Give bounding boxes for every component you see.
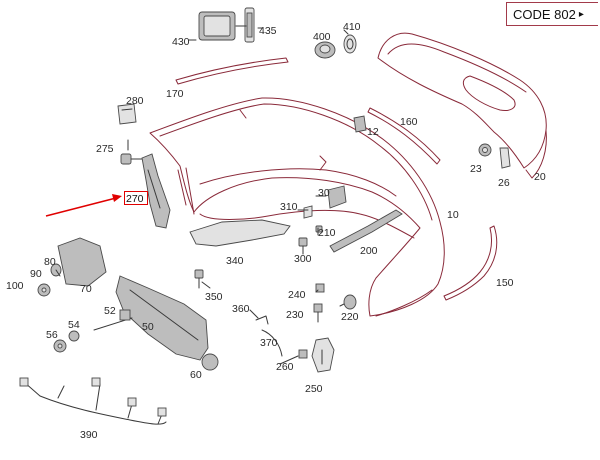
label-56: 56 (46, 329, 58, 341)
label-100: 100 (6, 280, 24, 292)
clip-part-360[interactable] (255, 315, 269, 325)
pointer-arrow (45, 194, 122, 217)
label-52: 52 (104, 305, 116, 317)
side-bracket-part-270[interactable] (141, 153, 171, 229)
bracket-part-30[interactable] (327, 185, 347, 209)
label-430: 430 (172, 36, 190, 48)
label-400: 400 (313, 31, 331, 43)
label-60: 60 (190, 369, 202, 381)
label-80: 80 (44, 256, 56, 268)
trim-strip-160[interactable] (367, 107, 441, 165)
label-210: 210 (318, 227, 336, 239)
mount-part-80[interactable] (57, 237, 107, 287)
label-26: 26 (498, 177, 510, 189)
nut-part-240[interactable] (315, 283, 325, 293)
label-220: 220 (341, 311, 359, 323)
nut-part-100[interactable] (37, 283, 51, 297)
screw-part-350[interactable] (194, 269, 204, 289)
nut-part-54[interactable] (68, 330, 80, 342)
label-370: 370 (260, 337, 278, 349)
washer-part-56[interactable] (53, 339, 67, 353)
label-50: 50 (142, 321, 154, 333)
clip-part-435[interactable] (244, 7, 255, 43)
grille-strip-part-200[interactable] (329, 209, 403, 253)
label-275: 275 (96, 143, 114, 155)
label-20: 20 (534, 171, 546, 183)
bracket-part-280[interactable] (117, 103, 137, 125)
callout-labels: 430 435 400 410 170 280 12 160 275 23 26… (6, 21, 546, 441)
screw-part-230[interactable] (313, 303, 323, 323)
label-270: 270 (126, 193, 144, 205)
label-340: 340 (226, 255, 244, 267)
nut-part-23[interactable] (478, 143, 492, 157)
sensor-part-400[interactable] (314, 41, 336, 59)
label-150: 150 (496, 277, 514, 289)
ring-part-410[interactable] (343, 34, 357, 54)
trim-strip-170[interactable] (175, 57, 289, 85)
label-12: 12 (367, 126, 379, 138)
label-70: 70 (80, 283, 92, 295)
label-240: 240 (288, 289, 306, 301)
label-350: 350 (205, 291, 223, 303)
code-label-text: CODE 802 (513, 6, 576, 22)
screw-part-300[interactable] (298, 237, 308, 255)
wiring-harness-part-390[interactable] (19, 377, 167, 425)
sensor-part-60[interactable] (201, 353, 219, 371)
label-230: 230 (286, 309, 304, 321)
arc-part-370[interactable] (261, 329, 283, 357)
label-170: 170 (166, 88, 184, 100)
screw-part-275[interactable] (120, 153, 143, 165)
label-160: 160 (400, 116, 418, 128)
lower-cover-part-340[interactable] (189, 219, 291, 247)
label-90: 90 (30, 268, 42, 280)
label-30: 30 (318, 187, 330, 199)
label-300: 300 (294, 253, 312, 265)
label-310: 310 (280, 201, 298, 213)
leader-lines (55, 25, 349, 365)
label-260: 260 (276, 361, 294, 373)
label-280: 280 (126, 95, 144, 107)
absorber-part-50[interactable] (115, 275, 209, 361)
highlighted-part-box[interactable] (124, 191, 148, 205)
reflector-part-430[interactable] (188, 11, 236, 41)
diffuser-part-20[interactable] (377, 32, 547, 179)
label-410: 410 (343, 21, 361, 33)
label-390: 390 (80, 429, 98, 441)
label-200: 200 (360, 245, 378, 257)
clip-part-26[interactable] (499, 147, 511, 169)
label-435: 435 (259, 25, 277, 37)
clip-part-310[interactable] (303, 205, 313, 219)
code-label-box[interactable]: CODE 802 ▸ (506, 2, 598, 26)
bolt-part-52[interactable] (93, 309, 133, 331)
trim-strip-150[interactable] (443, 225, 498, 301)
plug-part-220[interactable] (343, 294, 357, 310)
arrow-right-icon: ▸ (578, 8, 584, 20)
label-23: 23 (470, 163, 482, 175)
clip-part-12[interactable] (353, 115, 367, 133)
label-250: 250 (305, 383, 323, 395)
label-10: 10 (447, 209, 459, 221)
label-54: 54 (68, 319, 80, 331)
screw-part-260[interactable] (298, 349, 308, 359)
label-360: 360 (232, 303, 250, 315)
mudflap-part-250[interactable] (311, 337, 335, 373)
